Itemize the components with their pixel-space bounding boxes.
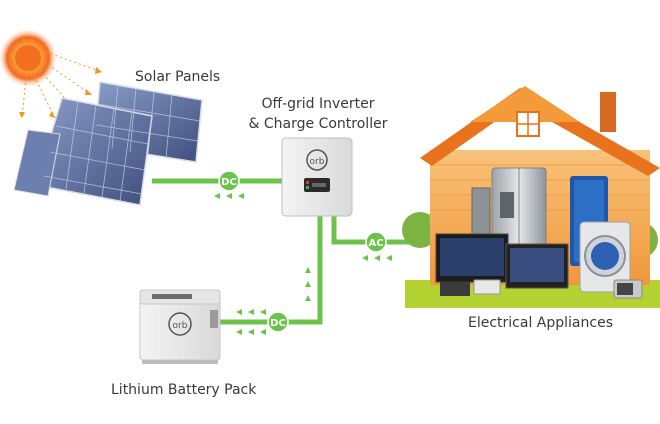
inverter-label-line2: & Charge Controller <box>248 116 388 132</box>
inverter-icon: orb <box>281 137 353 217</box>
battery-icon: orb <box>139 289 221 364</box>
sun-icon <box>0 28 103 119</box>
inverter-logo-text: orb <box>310 157 325 167</box>
inverter-label: Off-grid Inverter & Charge Controller <box>238 94 398 134</box>
appliances-icon <box>435 167 643 299</box>
dc-label-battery: DC <box>270 318 286 329</box>
ac-badge: AC <box>365 231 387 253</box>
solar-panel-icon <box>13 81 203 206</box>
dc-label-panels: DC <box>221 177 237 188</box>
dc-badge-panels: DC <box>218 170 240 192</box>
ac-label: AC <box>368 238 383 249</box>
battery-label: Lithium Battery Pack <box>111 382 257 398</box>
flow-arrows <box>214 193 392 335</box>
dc-badge-battery: DC <box>267 311 289 333</box>
solar-panels-label: Solar Panels <box>135 69 221 85</box>
inverter-label-line1: Off-grid Inverter <box>261 96 375 112</box>
battery-logo-text: orb <box>173 321 188 331</box>
appliances-label: Electrical Appliances <box>468 315 613 331</box>
